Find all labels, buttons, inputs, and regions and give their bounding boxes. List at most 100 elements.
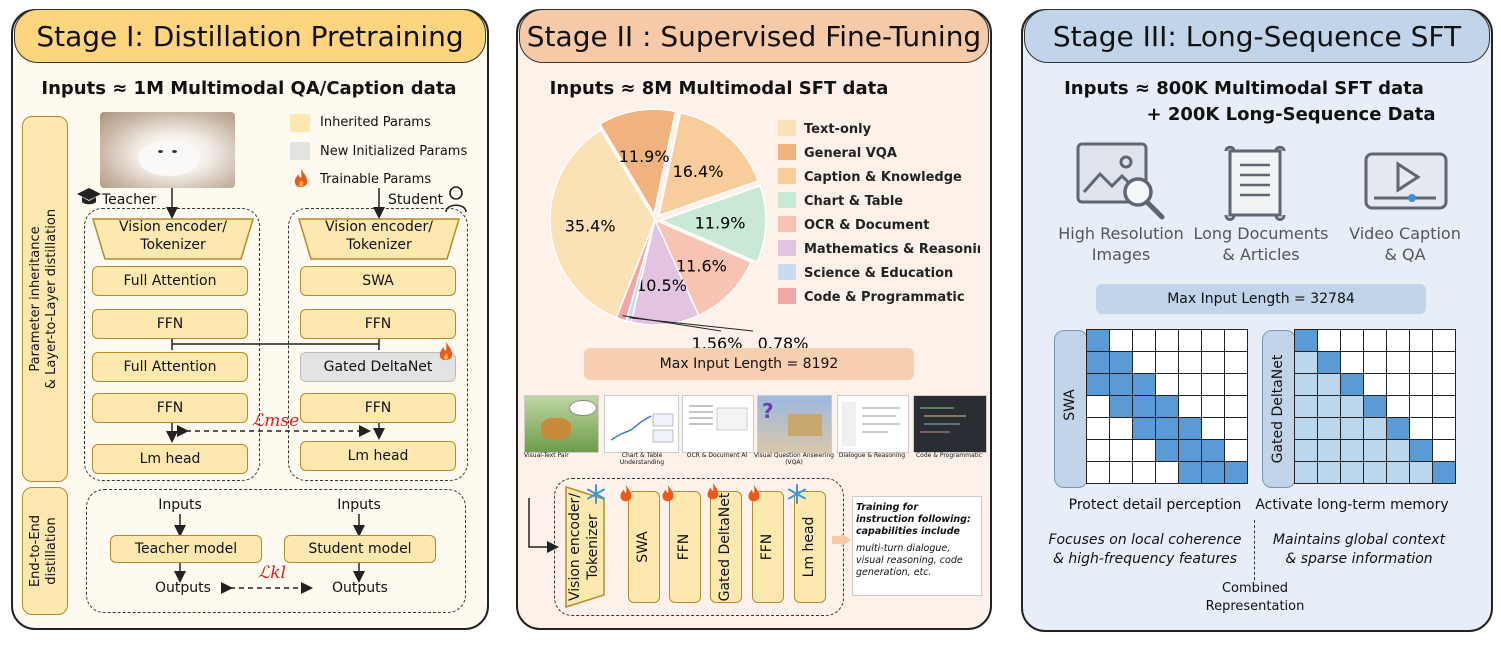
grid-cell (1132, 351, 1156, 374)
swa-attention-grid (1086, 329, 1248, 484)
loss-kl: ℒkl (258, 563, 286, 583)
grid-cell (1086, 417, 1110, 440)
grid-cell (1086, 395, 1110, 418)
teacher-ffn-2: FFN (92, 393, 248, 423)
pie-slice-text-only (549, 128, 656, 319)
grid-cell (1386, 395, 1410, 418)
legend-label: Science & Education (804, 266, 953, 281)
icon-label-video: Video Caption & QA (1349, 224, 1461, 264)
grid-cell (1201, 351, 1225, 374)
grid-cell (1224, 351, 1248, 374)
legend-label: Mathematics & Reasoning (804, 242, 980, 257)
grid-cell (1132, 461, 1156, 484)
grid-cell (1201, 417, 1225, 440)
fire-icon (294, 169, 308, 188)
student-swa: SWA (300, 266, 456, 296)
grid-cell (1386, 373, 1410, 396)
gdn-description: Maintains global context & sparse inform… (1272, 532, 1446, 567)
pie-label: 11.9% (619, 147, 670, 166)
legend-new-init-label: New Initialized Params (320, 144, 468, 159)
grid-cell (1109, 351, 1133, 374)
e2e-teacher-model: Teacher model (110, 535, 262, 563)
legend-swatch (778, 168, 796, 184)
grid-cell (1132, 373, 1156, 396)
grid-cell (1409, 329, 1433, 352)
legend-label: Code & Programmatic (804, 290, 965, 305)
fire-icon (620, 485, 632, 502)
student-tokenizer-label: Vision encoder/ Tokenizer (325, 219, 433, 253)
pie-slice-ocr-document (653, 218, 753, 317)
student-ffn-1: FFN (300, 309, 456, 339)
grid-cell (1409, 351, 1433, 374)
icon-label-high-res: High Resolution Images (1058, 224, 1184, 264)
e2e-inputs-teacher: Inputs (158, 497, 202, 513)
loss-mse: ℒmse (252, 411, 300, 431)
teacher-lm-head: Lm head (92, 444, 248, 474)
grid-cell (1432, 395, 1456, 418)
pipeline-ffn-2-label: FFN (759, 533, 775, 561)
grid-cell (1340, 461, 1364, 484)
grid-cell (1340, 439, 1364, 462)
grid-cell (1155, 395, 1179, 418)
legend-trainable-label: Trainable Params (320, 172, 432, 187)
example-label-chart-table: Chart & Table Understanding (619, 452, 665, 466)
grid-cell (1132, 395, 1156, 418)
grid-cell (1109, 395, 1133, 418)
example-visual-text-pair (524, 395, 599, 453)
example-dialogue (837, 395, 909, 453)
legend-label: Text-only (804, 122, 872, 137)
grid-cell (1340, 373, 1364, 396)
example-label-code: Code & Programmatic (915, 452, 982, 459)
grid-cell (1386, 351, 1410, 374)
pie-label: 11.9% (695, 214, 746, 233)
grid-cell (1409, 461, 1433, 484)
gdn-label: Gated DeltaNet (1270, 354, 1286, 464)
stage3-inputs-line2: + 200K Long-Sequence Data (1146, 104, 1436, 125)
grid-cell (1178, 373, 1202, 396)
stage2-inputs: Inputs ≈ 8M Multimodal SFT data (549, 78, 889, 99)
pie-label: 16.4% (673, 162, 724, 181)
pipeline-ffn-1 (669, 491, 701, 603)
teacher-tokenizer-label: Vision encoder/ Tokenizer (119, 219, 227, 253)
stage2-pipeline-arrows (528, 498, 851, 553)
example-code (913, 395, 987, 453)
pipeline-ffn-1-label: FFN (676, 533, 692, 561)
stage2-max-length: Max Input Length = 8192 (584, 348, 914, 380)
image-search-icon (1076, 142, 1165, 220)
center-divider (1254, 520, 1255, 580)
swa-label: SWA (1062, 389, 1078, 421)
grid-cell (1432, 461, 1456, 484)
legend-swatch (778, 288, 796, 304)
legend-new-init-swatch (290, 142, 310, 160)
stage1-title: Stage I: Distillation Pretraining (14, 9, 486, 63)
puppy-image (100, 112, 235, 188)
grid-cell (1086, 351, 1110, 374)
fire-icon (707, 483, 719, 500)
grid-cell (1201, 439, 1225, 462)
grid-cell (1363, 439, 1387, 462)
snowflake-icon (788, 484, 806, 504)
e2e-outputs-teacher: Outputs (155, 580, 211, 596)
teacher-label: Teacher (102, 192, 157, 208)
graduation-cap-icon (77, 188, 101, 205)
pipeline-swa-label: SWA (635, 531, 651, 563)
teacher-full-attention-2: Full Attention (92, 352, 248, 382)
grid-cell (1201, 395, 1225, 418)
legend-swatch (778, 120, 796, 136)
grid-cell (1317, 395, 1341, 418)
grid-cell (1386, 461, 1410, 484)
grid-cell (1340, 417, 1364, 440)
training-note-title: Training for instruction following: capa… (856, 502, 971, 537)
grid-cell (1432, 439, 1456, 462)
grid-cell (1109, 439, 1133, 462)
pipeline-lm-head-label: Lm head (801, 516, 817, 578)
grid-cell (1317, 461, 1341, 484)
pie-label: 0.78% (758, 334, 809, 350)
training-note-box (852, 496, 982, 596)
video-player-icon (1364, 152, 1448, 210)
pie-label: 11.6% (676, 257, 727, 276)
student-ffn-2: FFN (300, 393, 456, 423)
pie-slice-code-programmatic (615, 219, 656, 322)
grid-cell (1432, 329, 1456, 352)
document-scroll-icon (1224, 145, 1286, 221)
